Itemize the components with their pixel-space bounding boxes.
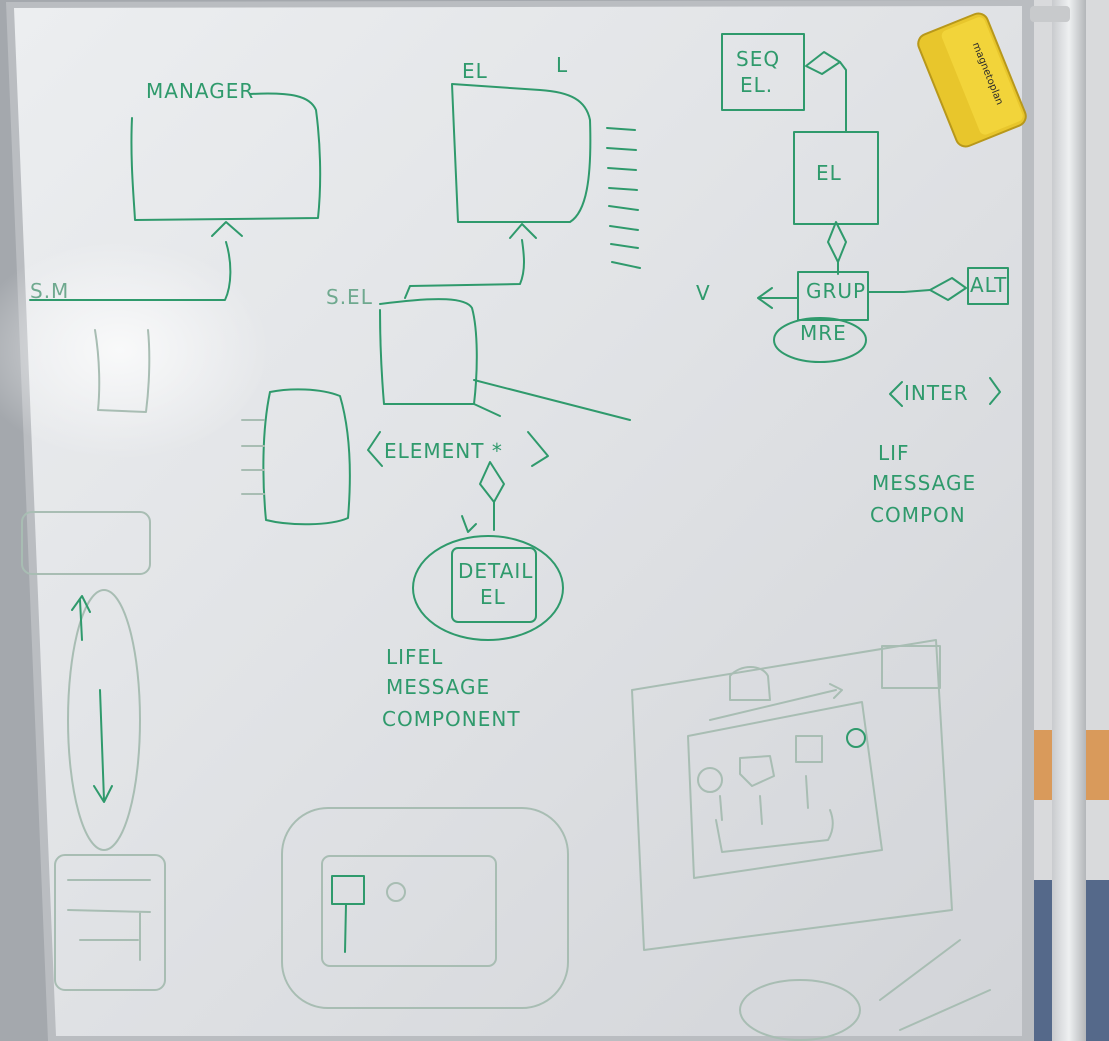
inter-bracket-right <box>989 377 1001 405</box>
sketch-bottom-ellipse <box>739 979 861 1041</box>
label-lifel-1: LIFEL <box>386 645 443 669</box>
label-lif-3: COMPON <box>870 503 966 527</box>
label-sm: S.M <box>30 279 69 303</box>
stand-bracket <box>1030 6 1070 22</box>
sketch-dashes <box>719 775 809 825</box>
left-bottom-lines <box>67 879 151 961</box>
label-element: ELEMENT * <box>384 439 503 463</box>
eraser: magnetoplan <box>917 12 1027 148</box>
sel-to-element-line <box>473 379 631 421</box>
arrowhead <box>211 221 243 237</box>
sketch-diamond-shape <box>739 755 775 787</box>
actor-box <box>262 388 351 526</box>
bottom-inner-square <box>331 875 365 905</box>
sketch-bottom-tray <box>715 809 834 853</box>
arrowhead <box>509 223 537 239</box>
sm-box <box>94 329 151 413</box>
manager-box <box>130 92 322 221</box>
alt-diamond <box>929 277 967 301</box>
bottom-inner-box <box>321 855 497 967</box>
bottom-stem <box>344 903 347 953</box>
inter-bracket-left <box>889 381 903 407</box>
detail-el-box <box>451 547 537 623</box>
label-sel: S.EL <box>326 285 373 309</box>
sketch-top-line <box>709 683 843 721</box>
mre-ellipse <box>773 317 867 363</box>
label-detail-1: DETAIL <box>458 559 533 583</box>
label-lif-1: LIF <box>878 441 910 465</box>
sketch-outer-frame <box>631 639 953 951</box>
sketch-head <box>729 666 771 701</box>
group-to-v-arrow <box>757 287 799 309</box>
alt-box <box>967 267 1009 305</box>
label-lifel-3: COMPONENT <box>382 707 521 731</box>
label-detail-2: EL <box>480 585 506 609</box>
drawings <box>21 33 1009 1041</box>
detail-el-ellipse <box>412 535 564 641</box>
label-v: V <box>696 281 711 305</box>
seq-el-box <box>721 33 805 111</box>
label-l: L <box>556 53 568 77</box>
label-el-top: EL <box>462 59 488 83</box>
left-wide-box <box>21 511 151 575</box>
labels: MANAGER EL L S.M S.EL ELEMENT * DETAIL E… <box>30 47 1007 731</box>
sketch-inner-frame <box>687 701 883 879</box>
light-glare <box>0 240 270 460</box>
label-alt: ALT <box>970 273 1007 297</box>
left-arrow-up <box>71 595 91 641</box>
sketch-round-badge <box>846 728 866 748</box>
sel-box <box>379 298 478 405</box>
bottom-circle <box>386 882 406 902</box>
group-box <box>797 271 869 321</box>
element-bracket-right <box>527 431 549 467</box>
sel-to-el-arrow <box>404 239 525 299</box>
stand-pole <box>1052 0 1086 1041</box>
sketch-bottom-lines <box>879 939 991 1031</box>
label-seq-2: EL. <box>740 73 773 97</box>
element-bracket-left <box>367 431 383 467</box>
label-lif-2: MESSAGE <box>872 471 976 495</box>
bottom-outer-rounded <box>281 807 569 1009</box>
el-hatch <box>606 127 641 269</box>
label-lifel-2: MESSAGE <box>386 675 490 699</box>
label-mre: MRE <box>800 321 847 345</box>
sketch-small-circle <box>697 767 723 793</box>
group-to-alt-line <box>867 289 931 293</box>
label-inter: INTER <box>904 381 969 405</box>
sel-pointer <box>473 403 501 417</box>
label-seq-1: SEQ <box>736 47 780 71</box>
sketch-small-rect <box>795 735 823 763</box>
label-group: GRUP <box>806 279 866 303</box>
left-arrow-down <box>93 689 113 803</box>
left-long-ellipse <box>67 589 141 851</box>
sketch-corner-box <box>881 645 941 689</box>
seq-to-el-line <box>839 61 847 133</box>
label-el-right: EL <box>816 161 842 185</box>
label-manager: MANAGER <box>146 79 254 103</box>
el-box <box>451 83 592 223</box>
actor-ticks <box>241 419 265 495</box>
sm-to-manager-arrow <box>29 241 232 301</box>
left-bottom-box <box>54 854 166 991</box>
detail-link <box>461 515 477 533</box>
